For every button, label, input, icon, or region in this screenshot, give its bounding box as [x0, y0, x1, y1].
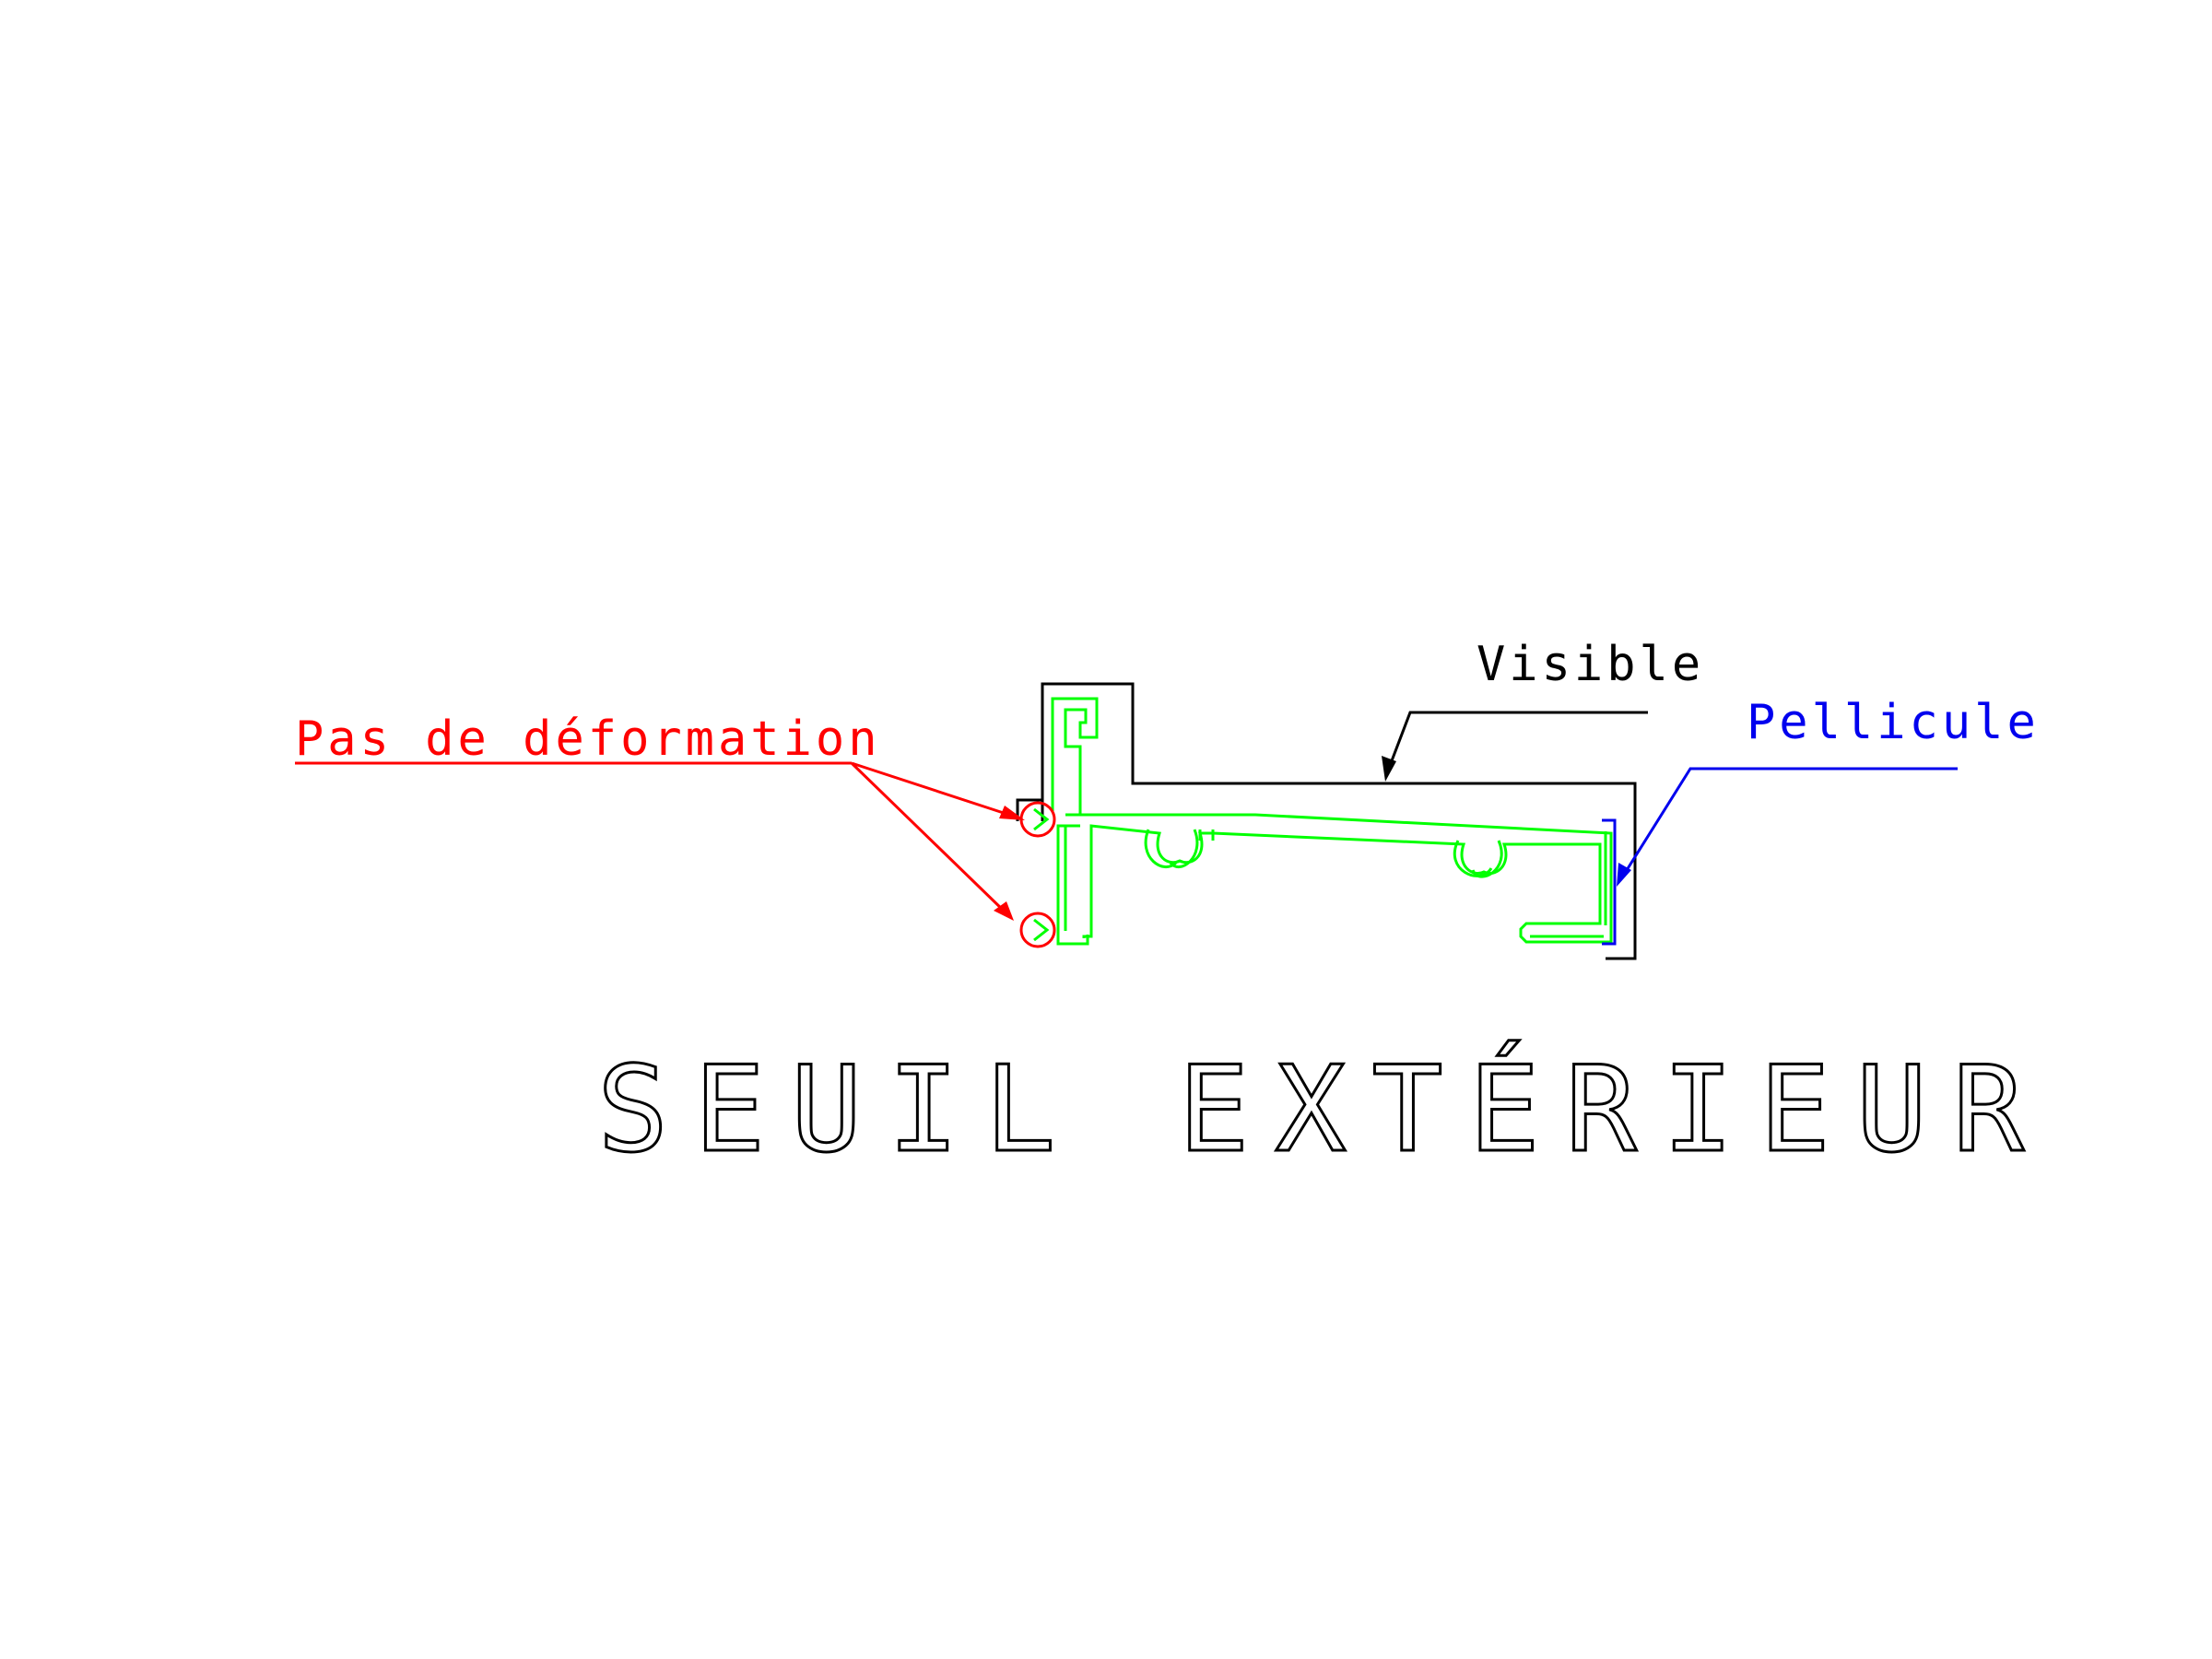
deformation-mark-lower [1033, 918, 1050, 942]
visible-leader [1386, 711, 1648, 771]
deformation-mark-upper [1033, 807, 1050, 831]
visible-arrowhead [1382, 756, 1396, 782]
deformation-arrowhead-lower [994, 901, 1014, 921]
visible-label: Visible [1477, 637, 1704, 692]
deformation-label: Pas de déformation [295, 712, 881, 767]
visible-outline-left-notch [1016, 798, 1042, 821]
pellicule-label: Pellicule [1747, 695, 2040, 750]
pellicule-leader [1620, 767, 1958, 878]
green-profile [1051, 697, 1613, 946]
pellicule-arrowhead [1617, 863, 1631, 887]
deformation-leader [295, 761, 1018, 915]
pellicule-film [1602, 818, 1617, 946]
deformation-circle-upper [1019, 801, 1056, 838]
visible-outline [1041, 682, 1637, 960]
deformation-arrowhead-upper [999, 806, 1025, 820]
drawing-title: SEUIL EXTÉRIEUR [597, 1041, 2050, 1179]
deformation-circle-lower [1019, 912, 1056, 948]
